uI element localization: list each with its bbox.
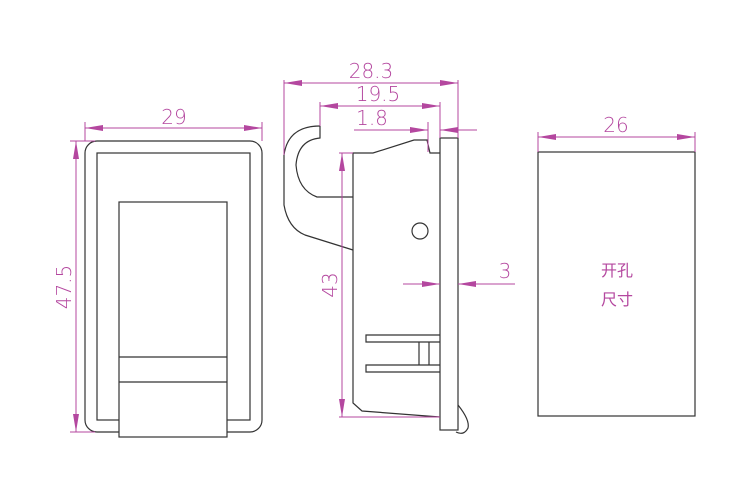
cutout-note: 尺寸 <box>601 290 633 309</box>
dimension-3: 3 <box>403 259 515 287</box>
hook-inner <box>295 126 353 198</box>
side-view: 28.3 19.5 1.8 43 <box>283 59 515 434</box>
dimension-label: 29 <box>161 105 186 129</box>
cutout-outline <box>537 151 696 417</box>
pivot-hole <box>411 222 429 240</box>
slot <box>365 334 440 373</box>
dimension-label: 28.3 <box>349 59 394 83</box>
dimension-1-8: 1.8 <box>354 106 477 152</box>
hook-outer <box>283 125 354 251</box>
dimension-19-5: 19.5 <box>319 82 441 138</box>
release-tab <box>455 404 469 434</box>
dimension-label: 26 <box>603 113 628 137</box>
dimension-width-29: 29 <box>84 105 263 141</box>
face-plate <box>439 137 459 431</box>
latch-handle <box>118 201 228 438</box>
cutout-note: 开孔 <box>601 261 633 280</box>
dimension-label: 43 <box>318 272 342 297</box>
dimension-height-47-5: 47.5 <box>52 140 95 433</box>
dimension-label: 19.5 <box>356 82 401 106</box>
dimension-label: 47.5 <box>52 265 76 310</box>
dimension-label: 3 <box>499 259 512 283</box>
cutout-view: 26 开孔 尺寸 <box>537 113 696 417</box>
latch-body <box>352 139 441 418</box>
dimension-label: 1.8 <box>356 106 388 130</box>
front-view: 29 47.5 <box>52 105 263 438</box>
dimension-43: 43 <box>318 152 440 418</box>
